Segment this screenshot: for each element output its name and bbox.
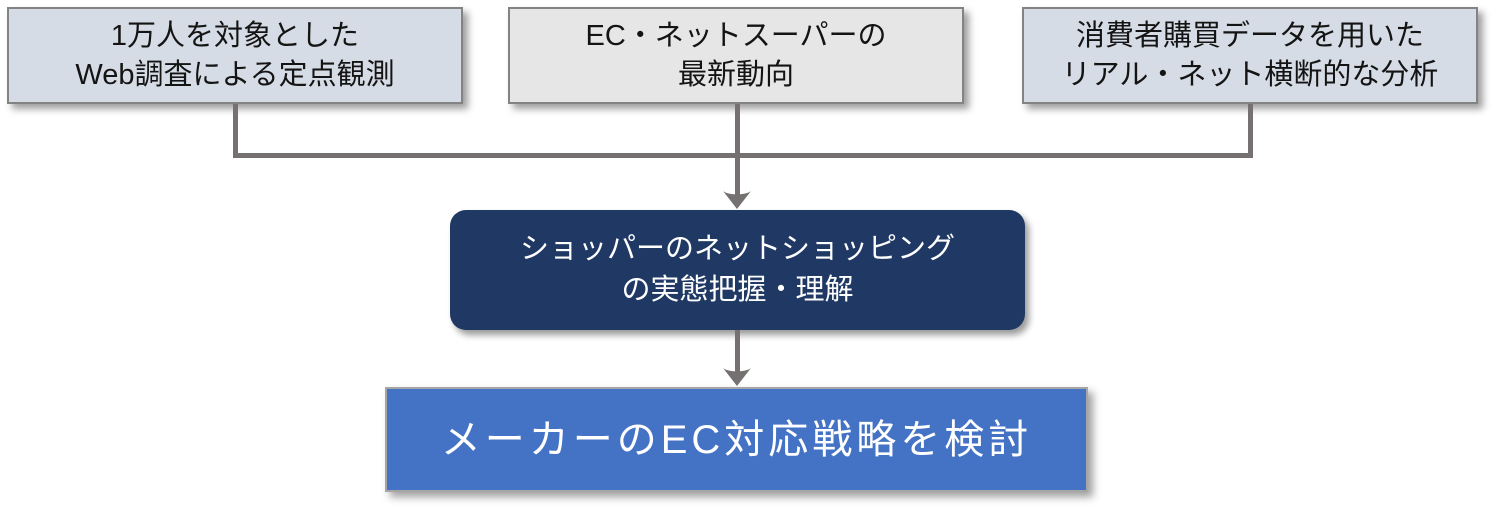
understanding-box-label: ショッパーのネットショッピング の実態把握・理解 (519, 233, 955, 306)
connector-line-right (1248, 104, 1253, 158)
source-box-ec-trends: EC・ネットスーパーの 最新動向 (508, 7, 964, 104)
connector-line-middle (735, 104, 740, 196)
source-box-web-survey-label: 1万人を対象とした Web調査による定点観測 (75, 20, 395, 91)
strategy-box: メーカーのEC対応戦略を検討 (385, 387, 1088, 492)
connector-merge-bar (233, 153, 1253, 158)
source-box-ec-trends-label: EC・ネットスーパーの 最新動向 (585, 20, 887, 91)
source-box-web-survey: 1万人を対象とした Web調査による定点観測 (7, 7, 463, 104)
source-box-purchase-data-label: 消費者購買データを用いた リアル・ネット横断的な分析 (1061, 20, 1439, 91)
arrow-down-icon (723, 191, 751, 209)
connector-line-bottom (735, 330, 740, 372)
strategy-box-label: メーカーのEC対応戦略を検討 (440, 417, 1033, 462)
connector-line-left (233, 104, 238, 158)
understanding-box: ショッパーのネットショッピング の実態把握・理解 (450, 210, 1025, 330)
source-box-purchase-data: 消費者購買データを用いた リアル・ネット横断的な分析 (1022, 7, 1478, 104)
arrow-down-icon (723, 368, 751, 386)
